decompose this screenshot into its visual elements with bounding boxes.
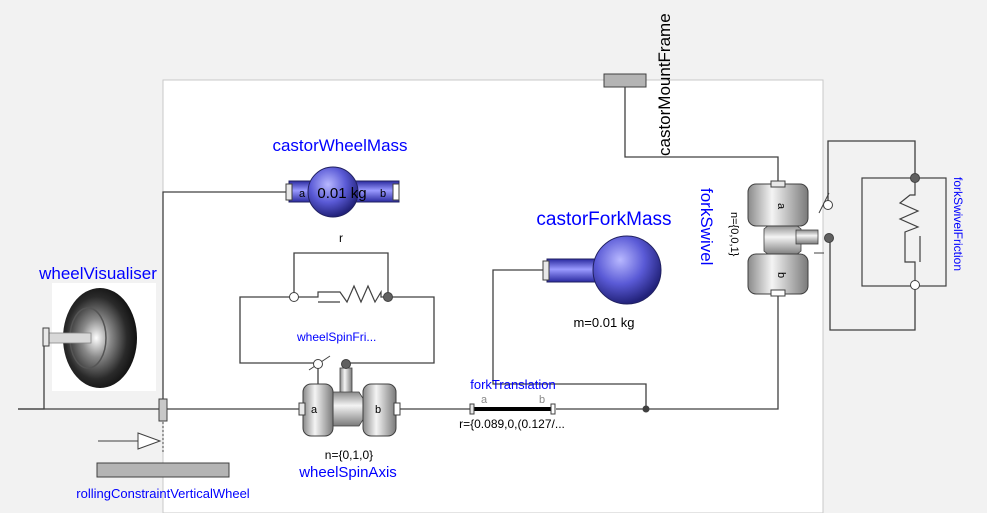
castor-wheel-mass-label: castorWheelMass [272, 136, 407, 155]
connection-wheel-mass[interactable] [162, 191, 287, 409]
connection-visualiser[interactable] [18, 338, 45, 410]
rolling-constraint-vertical-wheel[interactable] [96, 398, 230, 478]
wheel-spin-axis-n: n={0,1,0} [325, 448, 373, 462]
castor-wheel-mass[interactable]: a b 0.01 kg [285, 166, 400, 218]
fork-translation-r: r={0.089,0,(0.127/... [459, 417, 565, 431]
wheel-visualiser-label: wheelVisualiser [38, 264, 157, 283]
port-b-label: b [539, 394, 545, 406]
port-b[interactable] [770, 289, 786, 297]
fork-swivel[interactable]: a b [747, 180, 834, 297]
castor-mount-frame-fixed[interactable] [603, 73, 647, 88]
connection-spin-friction-right[interactable] [346, 296, 435, 364]
connection-fork-mass[interactable] [492, 269, 647, 409]
castor-fork-mass-label: castorForkMass [536, 209, 671, 230]
port-a[interactable] [770, 180, 786, 188]
port-a-label: a [481, 394, 488, 406]
connection-mount-frame[interactable] [624, 87, 779, 185]
junction-dot [642, 405, 650, 413]
port-a[interactable] [542, 260, 550, 281]
connection-spin-friction-left[interactable] [239, 296, 318, 364]
fork-swivel-friction-label: forkSwivelFriction [951, 177, 965, 271]
port-a-label: a [775, 203, 787, 210]
fork-translation[interactable]: a b [469, 394, 556, 415]
port-b[interactable] [393, 402, 401, 416]
castor-fork-mass-value: m=0.01 kg [573, 315, 634, 330]
port-a[interactable] [298, 402, 306, 416]
fork-swivel-label: forkSwivel [697, 188, 716, 265]
fork-translation-label: forkTranslation [470, 377, 556, 392]
port-a[interactable] [469, 403, 475, 415]
port-frame[interactable] [42, 327, 50, 347]
wheel-visualiser[interactable] [42, 283, 156, 391]
castor-wheel-mass-value: 0.01 kg [317, 185, 366, 202]
port-b-label: b [775, 272, 787, 278]
wheel-spin-axis-label: wheelSpinAxis [298, 464, 397, 481]
fork-swivel-n: n={0,0,1} [728, 212, 740, 257]
connection-fork-to-swivel[interactable] [556, 292, 779, 410]
port-b-label: b [380, 188, 386, 200]
port-frame[interactable] [158, 398, 168, 422]
port-b[interactable] [392, 183, 400, 201]
connection-swivel-friction-top[interactable] [827, 140, 916, 205]
port-a-label: a [311, 404, 318, 416]
wheel-spin-friction-label: wheelSpinFri... [296, 330, 376, 344]
fork-swivel-friction[interactable] [861, 173, 947, 290]
wheel-spin-friction[interactable] [289, 284, 393, 304]
castor-fork-mass[interactable] [542, 235, 662, 305]
r-label: r [339, 231, 343, 245]
port-b-label: b [375, 404, 381, 416]
port-b[interactable] [550, 403, 556, 415]
port-a[interactable] [285, 183, 293, 201]
connection-swivel-friction-bottom[interactable] [829, 238, 916, 331]
wheel-spin-axis[interactable]: a b [298, 355, 401, 437]
connection-spin-friction-top[interactable] [293, 252, 389, 297]
rolling-constraint-label: rollingConstraintVerticalWheel [76, 486, 250, 501]
port-a-label: a [299, 188, 306, 200]
castor-mount-frame-label: castorMountFrame [655, 13, 674, 156]
